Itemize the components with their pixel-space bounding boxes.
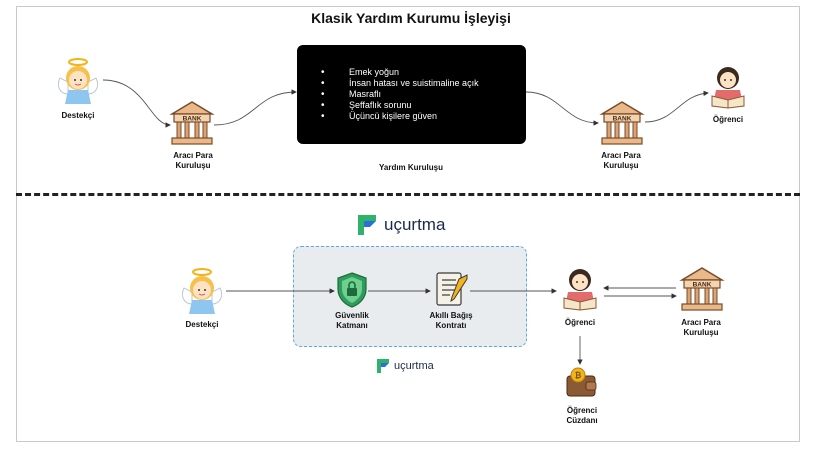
ucurtma-kite-icon [358, 215, 376, 235]
student-bottom-label: Öğrenci [564, 318, 596, 327]
bank-left-label: Aracı Para Kuruluşu [160, 151, 226, 171]
issue-item: Emek yoğun [321, 67, 526, 78]
bank-right-text: BANK [613, 116, 632, 123]
arrow-supporter-to-bank [102, 79, 171, 128]
diagram-title: Klasik Yardım Kurumu İşleyişi [311, 10, 511, 26]
student-top-label: Öğrenci [712, 115, 744, 124]
charity-issues-box: Emek yoğun İnsan hatası ve suistimaline … [297, 45, 526, 144]
issue-item: Masraflı [321, 89, 526, 100]
arrow-box-to-bank [525, 91, 599, 126]
wallet-icon: ₿ [566, 367, 597, 397]
bank-bottom-text: BANK [693, 282, 712, 289]
contract-label-line1: Akıllı Bağış [429, 311, 473, 320]
bank-right-icon: BANK [599, 101, 645, 145]
student-reading-icon [711, 67, 745, 109]
bank-right-label-line2: Kuruluşu [603, 161, 639, 170]
section-divider [16, 193, 800, 196]
angel-supporter-icon [57, 58, 99, 104]
wallet-label: Öğrenci Cüzdanı [554, 406, 610, 426]
bank-left-text: BANK [183, 116, 202, 123]
security-label-line1: Güvenlik [335, 311, 369, 320]
wallet-label-line2: Cüzdanı [566, 416, 598, 425]
ucurtma-platform-box [293, 246, 527, 347]
ucurtma-logo-large: uçurtma [356, 213, 445, 237]
security-label-line2: Katmanı [336, 321, 368, 330]
supporter-label: Destekçi [61, 111, 95, 120]
contract-label: Akıllı Bağış Kontratı [414, 311, 488, 331]
student-bottom-icon [563, 269, 597, 311]
bank-bottom-label: Aracı Para Kuruluşu [668, 318, 734, 338]
issue-item: Şeffaflık sorunu [321, 100, 526, 111]
issues-list: Emek yoğun İnsan hatası ve suistimaline … [297, 45, 526, 122]
diagram-frame [16, 6, 800, 442]
ucurtma-kite-small-icon [377, 359, 389, 373]
contract-label-line2: Kontratı [435, 321, 467, 330]
bank-right-label: Aracı Para Kuruluşu [588, 151, 654, 171]
ucurtma-brand-small-text: uçurtma [394, 360, 434, 372]
security-label: Güvenlik Katmanı [322, 311, 382, 331]
svg-text:₿: ₿ [575, 371, 582, 380]
bank-bottom-label-line1: Aracı Para [681, 318, 721, 327]
issue-item: İnsan hatası ve suistimaline açık [321, 78, 526, 89]
wallet-label-line1: Öğrenci [566, 406, 598, 415]
bank-left-icon: BANK [169, 101, 215, 145]
bank-bottom-icon: BANK [679, 267, 725, 311]
ucurtma-brand-text: uçurtma [384, 215, 446, 234]
security-shield-icon [337, 272, 367, 308]
angel-supporter-bottom-icon [181, 268, 223, 314]
issue-item: Üçüncü kişilere güven [321, 111, 526, 122]
smart-contract-icon [436, 272, 468, 306]
bank-left-label-line1: Aracı Para [173, 151, 213, 160]
bank-bottom-label-line2: Kuruluşu [683, 328, 719, 337]
bank-left-label-line2: Kuruluşu [175, 161, 211, 170]
supporter-bottom-label: Destekçi [185, 320, 219, 329]
charity-caption: Yardım Kuruluşu [378, 163, 443, 172]
ucurtma-logo-small: uçurtma [376, 358, 434, 374]
arrow-bank-to-box [213, 89, 297, 126]
arrow-bank-to-student [644, 90, 709, 123]
bank-right-label-line1: Aracı Para [601, 151, 641, 160]
